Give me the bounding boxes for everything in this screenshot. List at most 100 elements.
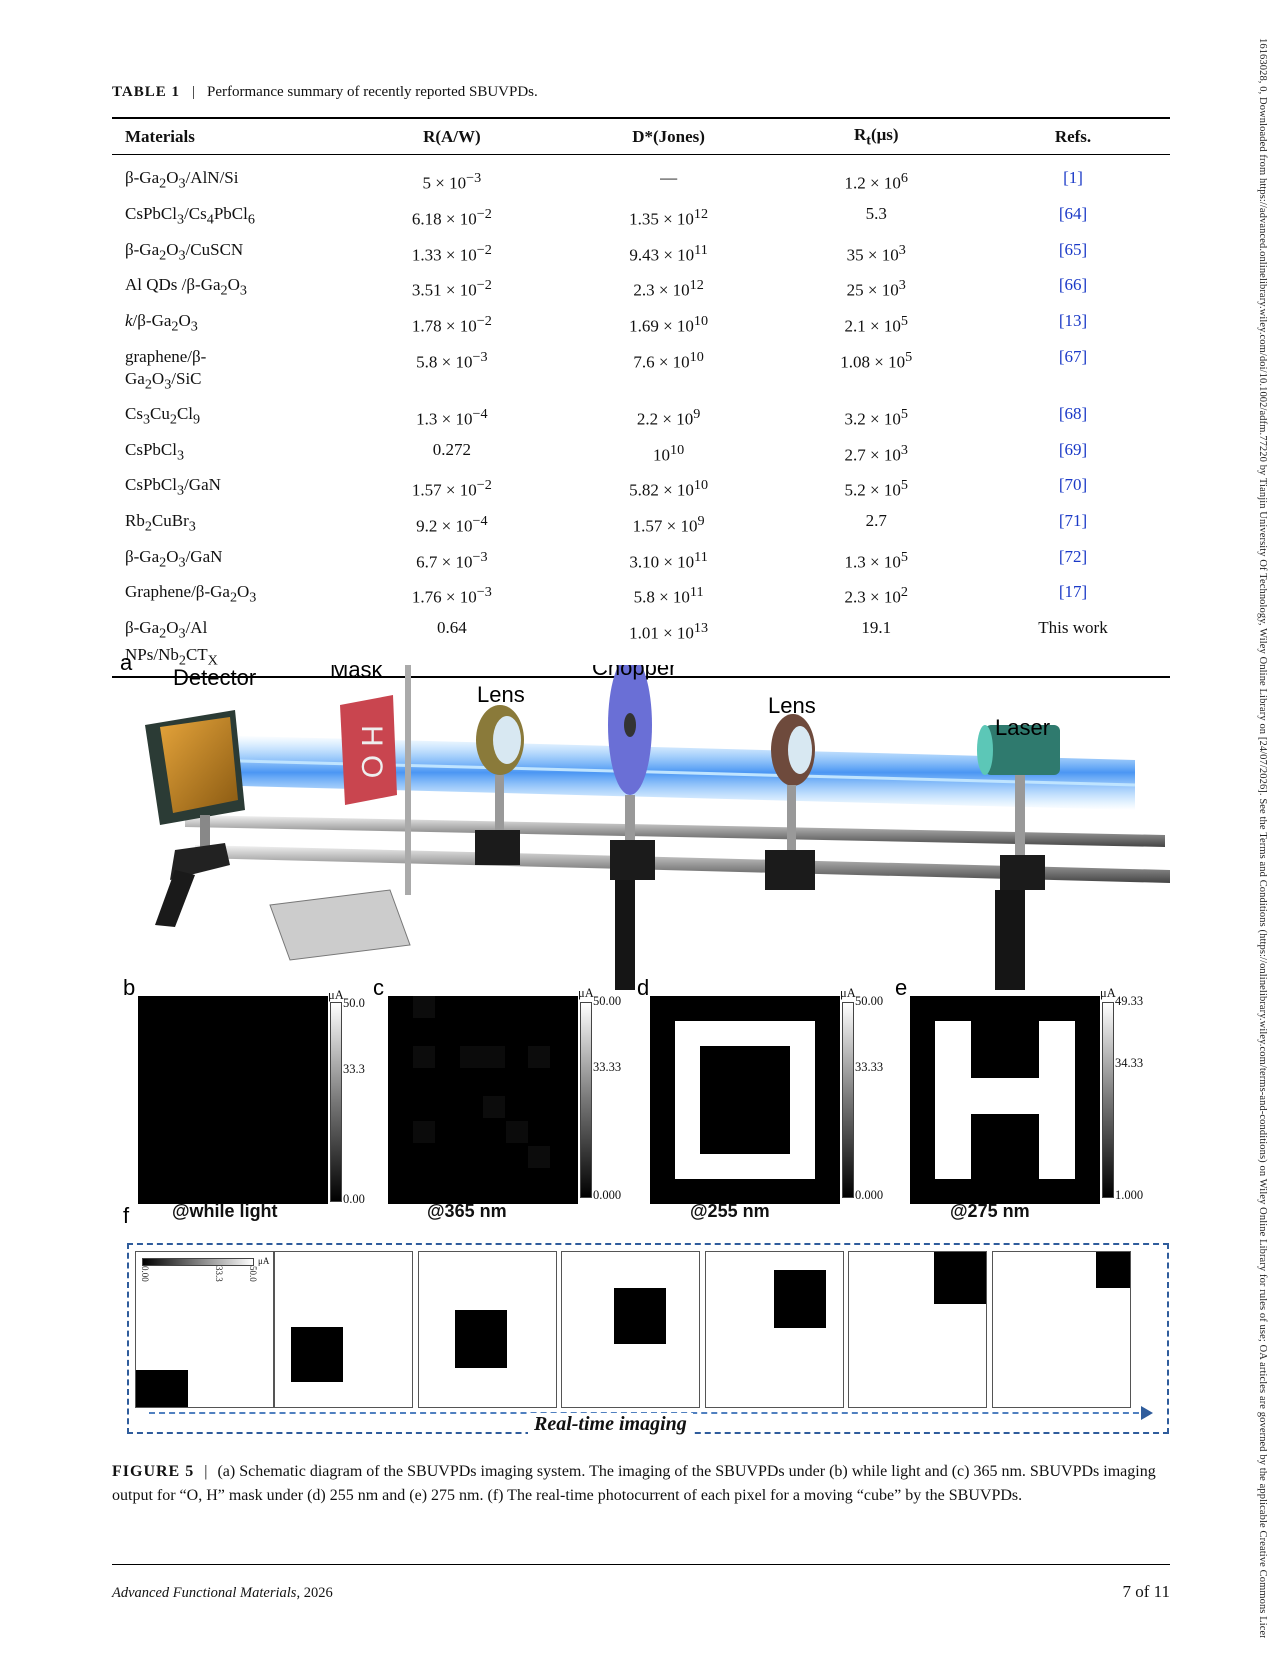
realtime-imaging-label: Real-time imaging [528, 1413, 693, 1436]
performance-table: Materials R(A/W) D*(Jones) Rt(μs) Refs. … [112, 117, 1170, 678]
cell-mat: β-Ga2O3/GaN [125, 546, 223, 571]
label-lens-2: Lens [768, 693, 816, 718]
label-lens-1: Lens [477, 682, 525, 707]
figure-caption: FIGURE 5|(a) Schematic diagram of the SB… [112, 1463, 1156, 1504]
cell-d: — [660, 168, 678, 188]
cell-rt: 35 × 103 [846, 241, 906, 265]
frame-5 [705, 1251, 844, 1408]
cell-mat: graphene/β-Ga2O3/SiC [125, 346, 207, 393]
table-caption: TABLE 1|Performance summary of recently … [112, 84, 538, 100]
cell-r: 1.57 × 10−2 [411, 477, 492, 501]
panel-letter-d: d [637, 975, 650, 1000]
cell-r: 1.78 × 10−2 [411, 313, 492, 336]
cell-mat: CsPbCl3/Cs4PbCl6 [125, 204, 255, 228]
table-row: β-Ga2O3/AlN/Si 5 × 10−3 — 1.2 × 106 [1] [112, 155, 1170, 199]
mask-plate: H O [269, 665, 411, 961]
cell-ref: [66] [1058, 275, 1088, 295]
svg-text:H O: H O [355, 725, 388, 778]
table-title: Performance summary of recently reported… [207, 84, 538, 100]
cell-d: 1.35 × 1012 [629, 206, 709, 229]
cell-rt: 1.2 × 106 [844, 170, 908, 194]
cell-rt: 5.3 [865, 204, 887, 224]
col-refs: Refs. [976, 117, 1170, 156]
label-mask: Mask [330, 665, 384, 682]
cell-r: 5 × 10−3 [422, 170, 482, 194]
label-detector: Detector [173, 665, 256, 690]
frame-3 [418, 1251, 557, 1408]
cell-mat: Cs3Cu2Cl9 [125, 404, 201, 428]
cell-mat: CsPbCl3 [125, 439, 185, 464]
table-row: CsPbCl3/GaN 1.57 × 10−2 5.82 × 1010 5.2 × 1… [112, 470, 1170, 506]
cell-rt: 19.1 [776, 613, 977, 678]
cell-rt: 1.08 × 105 [840, 348, 913, 372]
panel-letter-c: c [373, 975, 384, 1000]
cell-mat: k/β-Ga2O3 [125, 311, 198, 335]
col-responsivity: R(A/W) [343, 117, 561, 156]
cell-d: 2.3 × 1012 [633, 277, 704, 301]
table-row: CsPbCl3/Cs4PbCl6 6.18 × 10−2 1.35 × 1012 5.… [112, 199, 1170, 235]
cell-d: 5.82 × 1010 [629, 477, 709, 501]
table-row: k/β-Ga2O3 1.78 × 10−2 1.69 × 1010 2.1 × 105… [112, 306, 1170, 342]
cell-rt: 2.7 × 103 [844, 441, 908, 465]
cell-ref: [68] [1058, 404, 1088, 424]
cell-d: 1010 [653, 441, 685, 465]
journal-name: Advanced Functional Materials, 2026 [112, 1585, 333, 1601]
cell-r: 1.76 × 10−3 [411, 584, 492, 607]
map-label-c: @365 nm [427, 1201, 507, 1221]
cell-ref: [69] [1058, 439, 1088, 459]
cell-r: 5.8 × 10−3 [416, 348, 488, 372]
lens-1 [475, 705, 524, 865]
footer-rule [112, 1564, 1170, 1565]
panel-letter-f: f [123, 1203, 130, 1228]
col-detectivity: D*(Jones) [560, 117, 777, 156]
cell-d: 5.8 × 1011 [633, 584, 704, 607]
photocurrent-map-255nm-O [650, 996, 840, 1204]
colorbar-d [842, 1002, 854, 1198]
cell-ref: [65] [1058, 239, 1088, 259]
cell-mat: CsPbCl3/GaN [125, 475, 221, 499]
cell-rt: 3.2 × 105 [844, 406, 908, 429]
cell-d: 9.43 × 1011 [629, 241, 708, 265]
panel-letter-b: b [123, 975, 136, 1000]
cell-mat: Al QDs /β-Ga2O3 [125, 275, 247, 299]
cell-mat: β-Ga2O3/AlN/Si [125, 168, 239, 192]
figure-label: FIGURE 5 [112, 1463, 195, 1480]
frame-4 [561, 1251, 700, 1408]
label-laser: Laser [995, 715, 1050, 740]
cell-rt: 2.3 × 102 [844, 584, 908, 607]
colorbar-c [580, 1002, 592, 1198]
photocurrent-map-275nm-H [910, 996, 1100, 1204]
cell-r: 6.18 × 10−2 [411, 206, 492, 229]
cell-d: 1.01 × 1013 [560, 613, 777, 678]
frame-6 [848, 1251, 987, 1408]
lens-2 [765, 714, 815, 890]
cell-d: 1.69 × 1010 [629, 313, 709, 336]
cell-ref: [1] [1063, 168, 1083, 188]
cell-r: 3.51 × 10−2 [411, 277, 492, 301]
cell-ref: [72] [1058, 546, 1088, 566]
colorbar-b [330, 1002, 342, 1202]
cell-ref: [70] [1058, 475, 1088, 495]
photocurrent-map-365nm [388, 996, 578, 1204]
cell-rt: 5.2 × 105 [844, 477, 908, 501]
cell-r: 1.3 × 10−4 [416, 406, 488, 429]
chopper-wheel [608, 665, 655, 990]
cell-d: 1.57 × 109 [632, 513, 705, 536]
cell-mat: Rb2CuBr3 [125, 511, 196, 535]
cell-ref: [64] [1058, 204, 1088, 224]
cell-rt: 1.3 × 105 [844, 548, 908, 572]
cell-rt: 2.1 × 105 [844, 313, 908, 336]
cell-r: 1.33 × 10−2 [411, 241, 492, 265]
cell-ref: [71] [1058, 511, 1088, 531]
panel-letter-e: e [895, 975, 908, 1000]
table-label: TABLE 1 [112, 84, 180, 100]
photocurrent-map-white-light [138, 996, 328, 1204]
map-label-e: @275 nm [950, 1201, 1030, 1221]
